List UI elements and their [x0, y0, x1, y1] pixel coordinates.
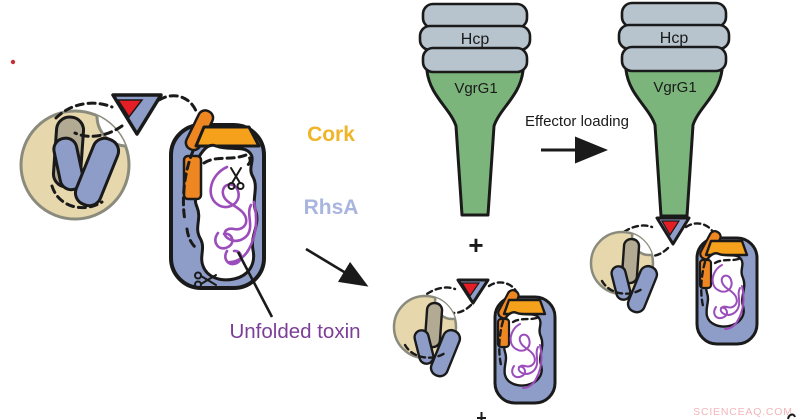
effector-triangle-red	[660, 220, 681, 237]
arrow-to-small-complex	[305, 247, 369, 287]
effector-loading-label: Effector loading	[525, 113, 629, 130]
hcp-ring	[620, 1, 728, 29]
effector-triangle-red	[460, 282, 481, 298]
chaperone-blue-pill-front	[73, 136, 121, 208]
unfolded-toxin-squiggle	[711, 264, 745, 330]
rhsa-capsule-group	[493, 289, 557, 405]
dashed-linker	[202, 153, 252, 168]
rhsa-capsule-group	[695, 230, 759, 346]
dashed-linker	[185, 227, 197, 249]
hcp-label: Hcp	[461, 31, 490, 48]
chaperone-dashed-arc	[600, 279, 644, 295]
hcp-label: Hcp	[660, 30, 689, 47]
bottom-right-mark	[787, 413, 796, 420]
dashed-linker	[511, 315, 541, 324]
cork-plug	[502, 298, 547, 316]
cork-plug	[194, 125, 261, 148]
cork-plug	[704, 239, 749, 257]
scissors-icon	[194, 271, 217, 289]
dashed-linker	[157, 94, 198, 113]
chaperone-blue-pill-front	[429, 328, 462, 378]
label-unfolded-toxin: Unfolded toxin	[229, 320, 360, 343]
scissors-icon	[227, 167, 245, 190]
chaperone-blue-pill-front	[626, 264, 659, 314]
vgrg1-funnel	[425, 69, 525, 217]
dashed-linker	[181, 149, 195, 223]
chaperone-dashed-arc	[403, 343, 447, 359]
dashed-linker	[54, 101, 114, 120]
effector-triangle-red	[116, 99, 144, 119]
chaperone-blue-pill-back	[52, 136, 85, 192]
plus-sign: +	[468, 230, 483, 260]
dashed-linker	[700, 260, 707, 308]
dashed-linker	[498, 319, 505, 367]
watermark: SCIENCEAQ.COM	[693, 406, 793, 418]
vgrg1-funnel	[624, 68, 724, 218]
hcp-vgrg-left: Hcp VgrG1	[418, 2, 532, 217]
red-dot	[10, 59, 16, 65]
rhsa-complex-large	[19, 93, 274, 318]
unfolded-toxin-squiggle	[209, 165, 258, 266]
chaperone-dashed-arc	[50, 184, 104, 210]
toxin-pointer-line	[236, 251, 274, 318]
hcp-ring	[620, 45, 728, 73]
dashed-linker	[73, 124, 124, 138]
label-cork: Cork	[307, 123, 355, 146]
bottom-plus-remnant	[477, 412, 486, 420]
vgrg1-label: VgrG1	[653, 79, 696, 96]
rhsa-complex-small-right	[589, 222, 759, 346]
unfolded-toxin-squiggle	[509, 323, 543, 389]
hcp-ring	[421, 46, 529, 74]
hcp-vgrg-right: Hcp VgrG1	[617, 1, 731, 246]
dashed-linker	[713, 256, 743, 265]
hcp-ring	[421, 2, 529, 30]
vgrg1-label: VgrG1	[454, 80, 497, 97]
label-rhsa: RhsA	[304, 196, 359, 219]
